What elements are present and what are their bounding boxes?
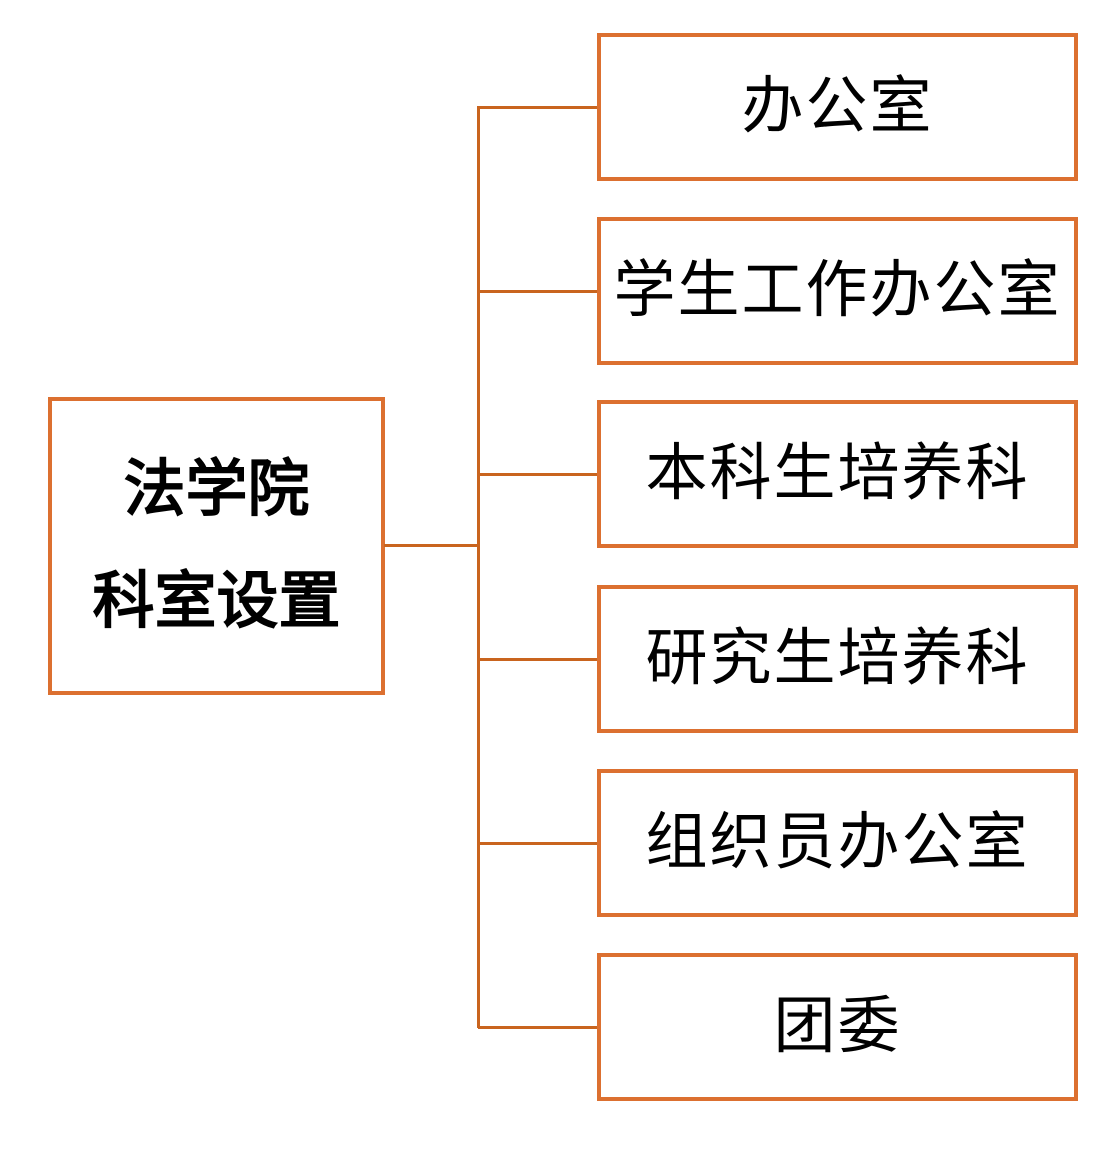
- root-node-department-setup: 法学院 科室设置: [48, 397, 385, 695]
- child-node-label: 研究生培养科: [645, 624, 1030, 693]
- connector-branch-organizer: [478, 842, 598, 845]
- child-node-organizer-office: 组织员办公室: [597, 769, 1078, 917]
- child-node-label: 组织员办公室: [645, 808, 1030, 877]
- child-node-graduate-training-section: 研究生培养科: [597, 585, 1078, 733]
- child-node-label: 办公室: [741, 72, 934, 141]
- child-node-student-affairs-office: 学生工作办公室: [597, 217, 1078, 365]
- child-node-label: 本科生培养科: [645, 439, 1030, 508]
- connector-branch-youth-league: [478, 1026, 598, 1029]
- child-node-label: 学生工作办公室: [613, 256, 1062, 325]
- connector-branch-graduate: [478, 658, 598, 661]
- connector-trunk: [477, 106, 480, 1028]
- child-node-youth-league-committee: 团委: [597, 953, 1078, 1101]
- root-node-label-line2: 科室设置: [92, 567, 341, 636]
- child-node-undergraduate-training-section: 本科生培养科: [597, 400, 1078, 548]
- child-node-label: 团委: [773, 992, 902, 1061]
- root-node-label-line1: 法学院: [123, 455, 310, 524]
- connector-branch-undergraduate: [478, 473, 598, 476]
- child-node-office: 办公室: [597, 33, 1078, 181]
- connector-root-to-trunk: [384, 544, 478, 547]
- connector-branch-office: [478, 106, 598, 109]
- connector-branch-student-affairs: [478, 290, 598, 293]
